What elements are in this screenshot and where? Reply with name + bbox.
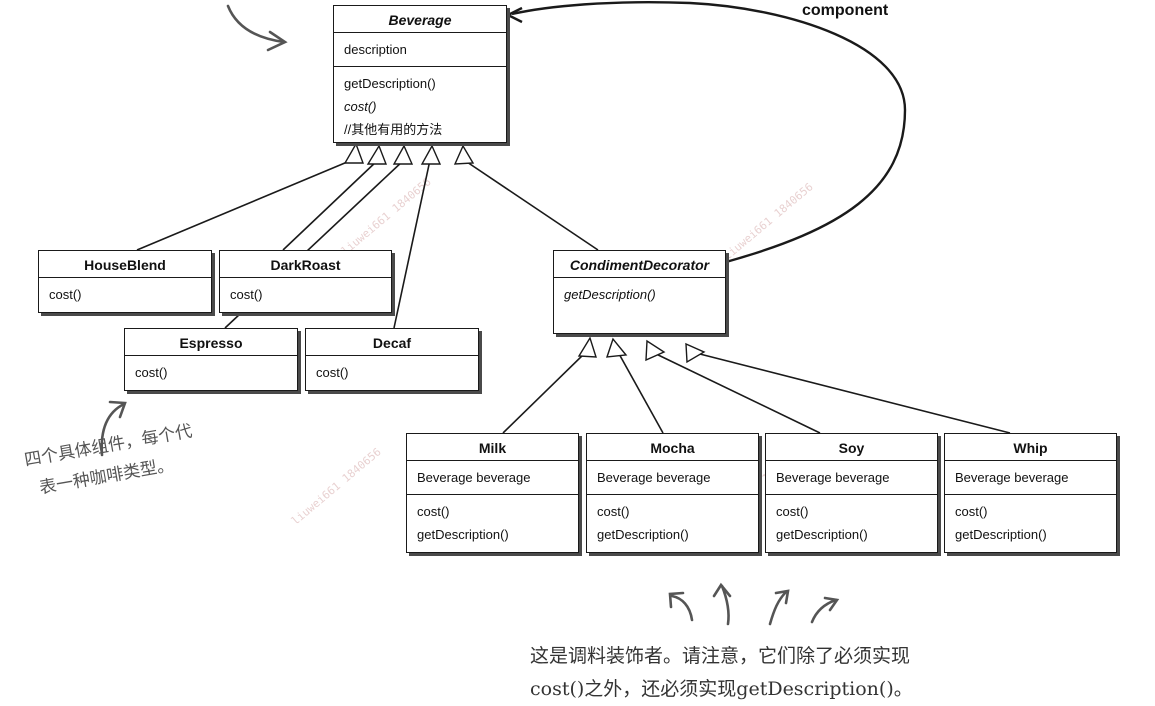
bottom-arrow-3 [768,590,788,626]
triangle-head-9 [685,342,706,364]
left-note-arrow [100,402,126,457]
darkroast-methods: cost() [220,278,391,311]
attr-beverage: Beverage beverage [776,470,890,485]
decaf-class-name: Decaf [306,329,478,356]
attr-beverage: Beverage beverage [955,470,1069,485]
method-cost: cost() [955,504,988,519]
triangle-head-5 [453,144,475,165]
decaf-class[interactable]: Decaf cost() [305,328,479,391]
soy-methods: cost() getDescription() [766,495,937,551]
method-cost: cost() [344,99,377,114]
triangle-head-6 [577,336,597,358]
milk-class[interactable]: Milk Beverage beverage cost() getDescrip… [406,433,579,553]
mocha-class[interactable]: Mocha Beverage beverage cost() getDescri… [586,433,759,553]
beverage-attributes: description [334,33,506,67]
bottom-arrowhead-1 [668,591,685,609]
triangle-head-8 [645,339,666,362]
mocha-attributes: Beverage beverage [587,461,758,495]
soy-attributes: Beverage beverage [766,461,937,495]
method-get-description: getDescription() [776,527,868,542]
darkroast-inherits-line [282,159,379,251]
method-other-comment: //其他有用的方法 [344,122,443,137]
triangle-head-7 [605,337,628,358]
milk-methods: cost() getDescription() [407,495,578,551]
bottom-arrowhead-3 [774,589,790,605]
component-label: component [802,2,889,19]
bottom-arrowhead-2 [712,582,732,598]
soy-class[interactable]: Soy Beverage beverage cost() getDescript… [765,433,938,553]
beverage-class-name: Beverage [334,6,506,33]
houseblend-class[interactable]: HouseBlend cost() [38,250,212,313]
component-arrowhead [507,6,523,24]
attr-description: description [344,42,407,57]
houseblend-inherits-line [136,159,353,251]
milk-attributes: Beverage beverage [407,461,578,495]
soy-inherits-line [651,351,821,434]
triangle-head-3 [392,144,414,165]
darkroast-class-name: DarkRoast [220,251,391,278]
decorators-note: 这是调料装饰者。请注意，它们除了必须实现 cost()之外，还必须实现getDe… [530,640,913,706]
method-get-description: getDescription() [597,527,689,542]
method-cost: cost() [776,504,809,519]
espresso-class[interactable]: Espresso cost() [124,328,298,391]
whip-class[interactable]: Whip Beverage beverage cost() getDescrip… [944,433,1117,553]
condiment-decorator-class-name: CondimentDecorator [554,251,725,278]
triangle-head-4 [420,144,442,165]
bottom-arrow-1 [670,594,694,622]
decaf-inherits-line [393,159,431,329]
method-cost: cost() [417,504,450,519]
method-cost: cost() [597,504,630,519]
bottom-arrowhead-4 [823,596,840,612]
beverage-class[interactable]: Beverage description getDescription() co… [333,5,507,143]
houseblend-class-name: HouseBlend [39,251,211,278]
espresso-methods: cost() [125,356,297,389]
method-get-description: getDescription() [955,527,1047,542]
attr-beverage: Beverage beverage [417,470,531,485]
method-get-description: getDescription() [564,287,656,302]
whip-class-name: Whip [945,434,1116,461]
method-get-description: getDescription() [417,527,509,542]
milk-class-name: Milk [407,434,578,461]
method-cost: cost() [135,365,168,380]
houseblend-methods: cost() [39,278,211,311]
method-cost: cost() [230,287,263,302]
condiment-inherits-line [463,159,599,251]
soy-class-name: Soy [766,434,937,461]
whip-methods: cost() getDescription() [945,495,1116,551]
left-note-arrowhead [108,400,127,419]
mocha-inherits-line [617,351,664,434]
mocha-methods: cost() getDescription() [587,495,758,551]
espresso-class-name: Espresso [125,329,297,356]
darkroast-class[interactable]: DarkRoast cost() [219,250,392,313]
triangle-head-2 [366,144,388,165]
method-cost: cost() [49,287,82,302]
beverage-methods: getDescription() cost() //其他有用的方法 [334,67,506,146]
note-line: 这是调料装饰者。请注意，它们除了必须实现 [530,645,911,667]
milk-inherits-line [502,351,587,434]
top-left-curve-arrow [226,4,286,44]
bottom-arrow-4 [810,598,838,624]
mocha-class-name: Mocha [587,434,758,461]
condiment-decorator-methods: getDescription() [554,278,725,311]
decaf-methods: cost() [306,356,478,389]
component-loop [511,1,907,264]
method-get-description: getDescription() [344,76,436,91]
top-left-curve-arrowhead [266,30,288,52]
note-line: cost()之外，还必须实现getDescription()。 [530,678,913,700]
triangle-head-1 [343,142,365,164]
whip-attributes: Beverage beverage [945,461,1116,495]
attr-beverage: Beverage beverage [597,470,711,485]
method-cost: cost() [316,365,349,380]
condiment-decorator-class[interactable]: CondimentDecorator getDescription() [553,250,726,334]
whip-inherits-line [691,351,1011,434]
